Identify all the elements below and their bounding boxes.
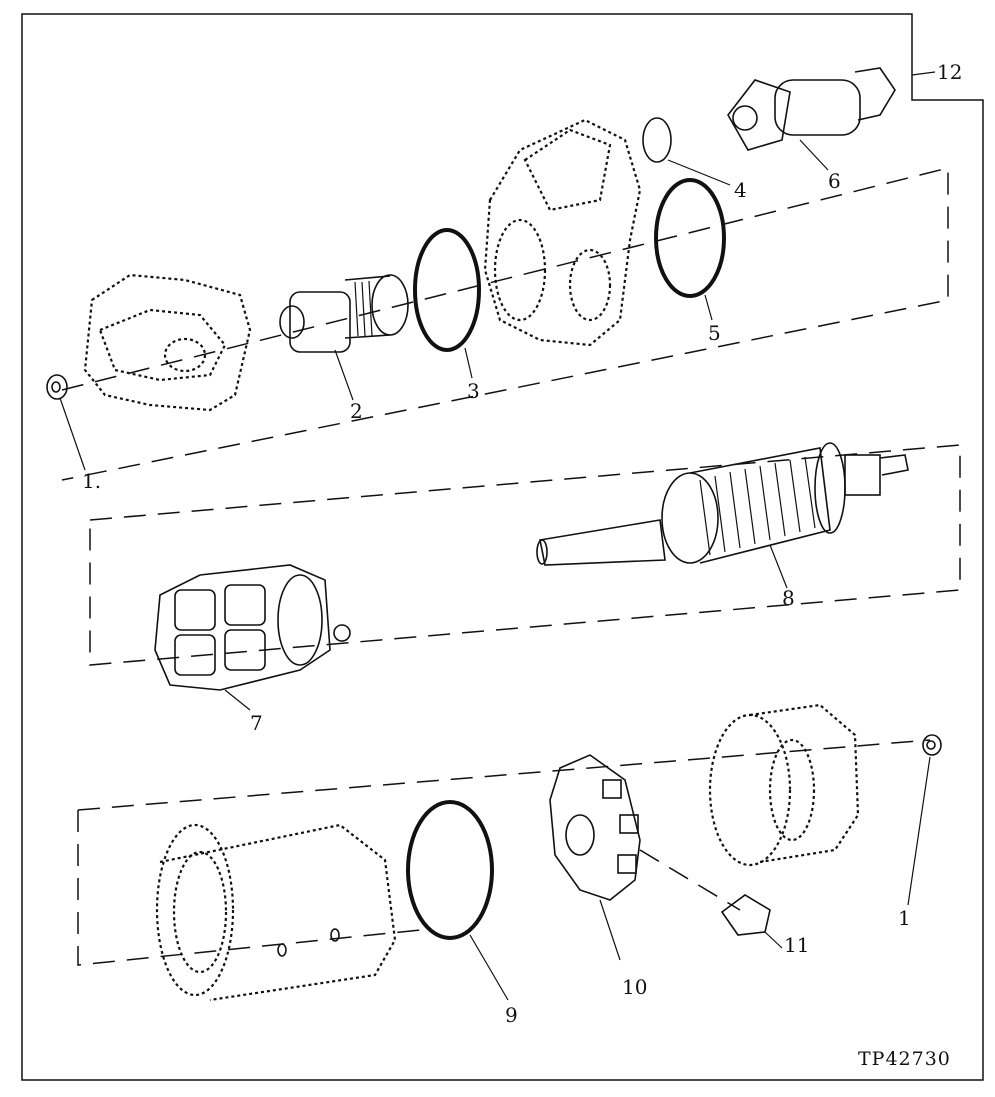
callout-2: 2: [350, 399, 363, 423]
border-frame: [21, 13, 984, 1081]
callout-5: 5: [708, 321, 721, 345]
part-5-large-o-ring: [654, 178, 726, 321]
callout-8: 8: [782, 586, 795, 610]
figure-id: TP42730: [858, 1048, 951, 1070]
callout-7: 7: [250, 711, 263, 735]
callout-1-right: 1: [898, 906, 911, 930]
part-9-o-ring: [406, 800, 509, 1001]
solenoid-housing: [483, 118, 642, 347]
callout-1-left: 1.: [82, 469, 101, 493]
part-12-leader: [911, 71, 936, 76]
part-7-field-coils: [154, 564, 351, 711]
callout-3: 3: [467, 379, 480, 403]
callout-11: 11: [784, 933, 809, 957]
field-frame: [155, 823, 397, 1002]
callout-6: 6: [828, 169, 841, 193]
part-2-drive-pinion: [279, 274, 409, 401]
part-4-small-o-ring: [642, 117, 731, 186]
callout-10: 10: [622, 975, 647, 999]
part-8-armature: [536, 442, 909, 589]
commutator-end-housing: [708, 703, 860, 867]
part-1-bushing-left: [46, 374, 86, 471]
callout-4: 4: [734, 178, 747, 202]
part-11-brush: [720, 894, 783, 949]
part-1-bushing-right: [907, 734, 942, 906]
drive-end-housing: [83, 273, 252, 412]
callout-9: 9: [505, 1003, 518, 1027]
callout-12: 12: [937, 60, 962, 84]
part-3-o-ring: [413, 228, 481, 379]
part-6-solenoid: [727, 67, 896, 171]
part-10-brush-plate: [549, 754, 641, 961]
assembly-guide-lines: [61, 167, 961, 966]
